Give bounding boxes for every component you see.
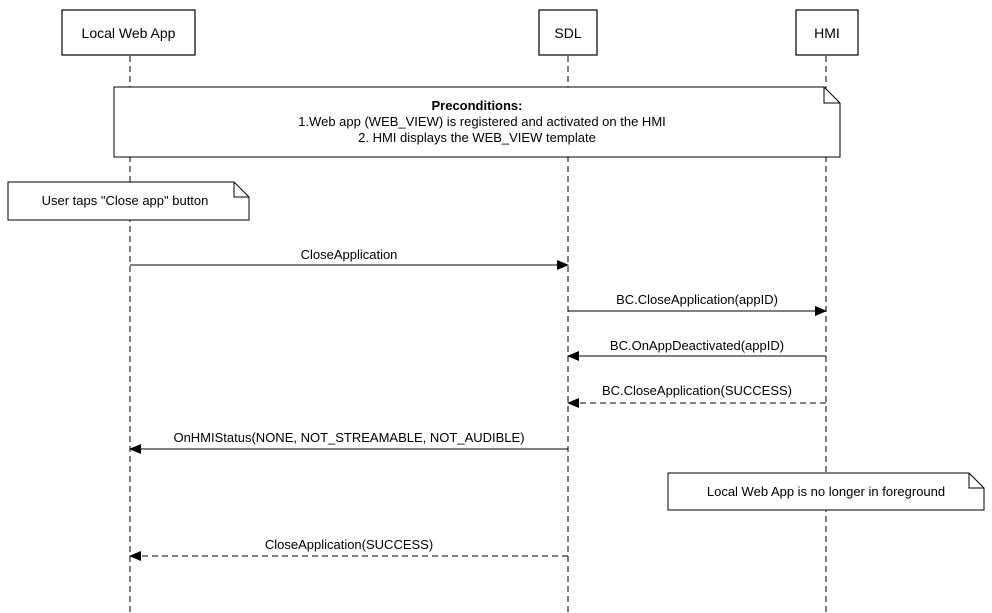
user-taps-note-text: User taps "Close app" button (42, 193, 209, 208)
preconditions-title: Preconditions: (431, 98, 522, 113)
participant-sdl-label: SDL (554, 25, 581, 41)
message-close-application-label: CloseApplication (301, 247, 398, 262)
participant-webapp-label: Local Web App (82, 25, 176, 41)
message-close-application: CloseApplication (130, 247, 569, 270)
message-bc-on-app-deactivated-label: BC.OnAppDeactivated(appID) (610, 338, 784, 353)
message-bc-on-app-deactivated: BC.OnAppDeactivated(appID) (567, 338, 826, 361)
participant-hmi-label: HMI (814, 25, 840, 41)
message-close-application-success-label: CloseApplication(SUCCESS) (265, 537, 433, 552)
user-taps-note: User taps "Close app" button (7, 181, 250, 221)
message-bc-close-application: BC.CloseApplication(appID) (568, 292, 827, 316)
foreground-note-text: Local Web App is no longer in foreground (707, 484, 945, 499)
preconditions-note: Preconditions: 1.Web app (WEB_VIEW) is r… (113, 86, 841, 158)
message-bc-close-application-label: BC.CloseApplication(appID) (616, 292, 778, 307)
message-on-hmi-status-label: OnHMIStatus(NONE, NOT_STREAMABLE, NOT_AU… (173, 430, 524, 445)
message-on-hmi-status: OnHMIStatus(NONE, NOT_STREAMABLE, NOT_AU… (129, 430, 568, 454)
foreground-note: Local Web App is no longer in foreground (667, 472, 985, 511)
preconditions-line-1: 1.Web app (WEB_VIEW) is registered and a… (298, 114, 666, 129)
message-bc-close-application-success: BC.CloseApplication(SUCCESS) (567, 383, 826, 408)
message-close-application-success: CloseApplication(SUCCESS) (129, 537, 568, 561)
participant-sdl: SDL (538, 9, 598, 56)
preconditions-line-2: 2. HMI displays the WEB_VIEW template (358, 130, 596, 145)
participant-hmi: HMI (795, 9, 859, 56)
message-bc-close-application-success-label: BC.CloseApplication(SUCCESS) (602, 383, 792, 398)
participant-webapp: Local Web App (61, 9, 196, 56)
